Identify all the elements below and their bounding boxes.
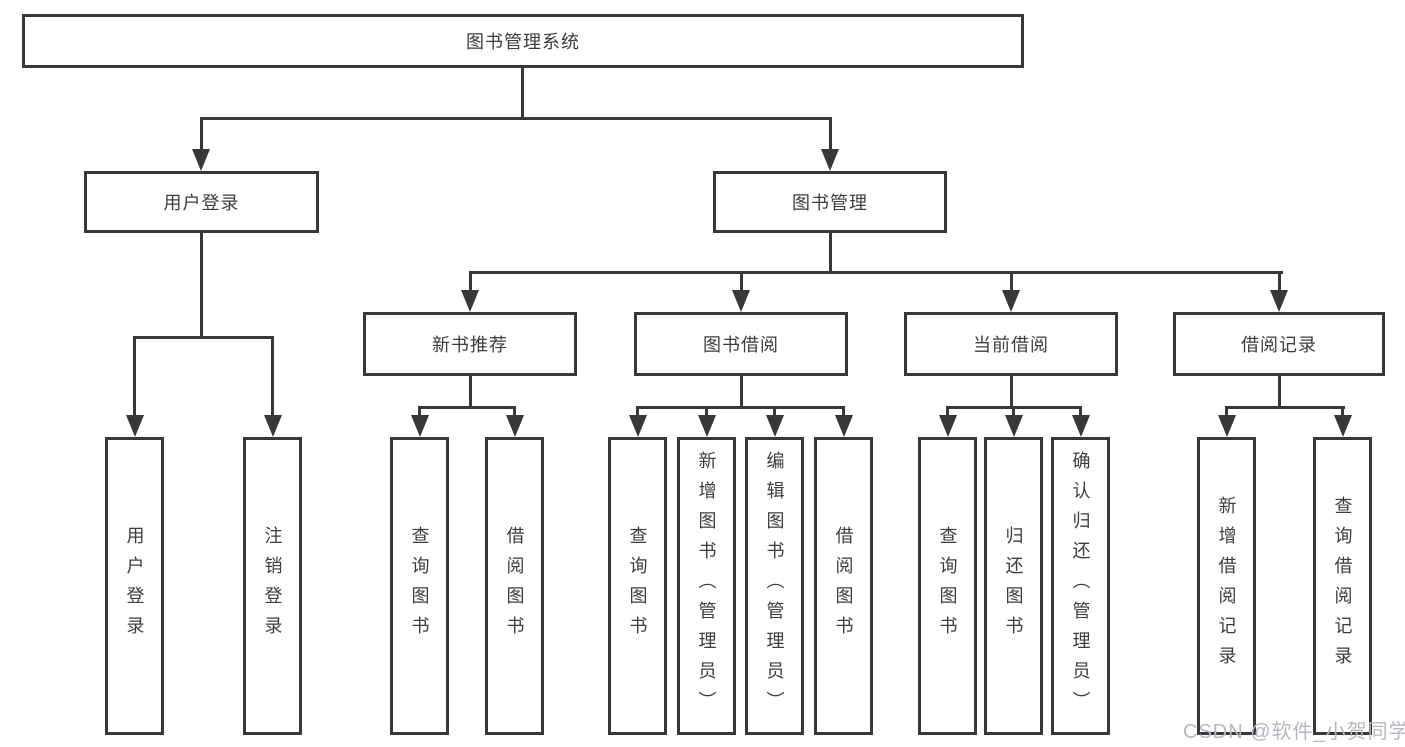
connector-stem: [199, 117, 203, 150]
leaf-current-return-books: 归还图书: [984, 437, 1043, 735]
connector-level2-bus: [199, 116, 832, 120]
leaf-newbook-query-books: 查询图书: [390, 437, 449, 735]
leaf-current-confirm-return-admin: 确认归还（管理员）: [1051, 437, 1110, 735]
leaf-borrow-query-books: 查询图书: [608, 437, 667, 735]
node-new-book-recommend: 新书推荐: [363, 312, 577, 376]
node-book-borrow: 图书借阅: [634, 312, 848, 376]
leaf-newbook-borrow-books-label: 借阅图书: [504, 526, 525, 646]
connector-stem: [271, 336, 274, 416]
connector-book-management-stub: [828, 233, 832, 273]
connector-user-login-stub: [199, 233, 203, 338]
connector-level3-bus: [468, 270, 1283, 274]
connector-stem: [133, 336, 136, 416]
leaf-record-query-record-label: 查询借阅记录: [1332, 496, 1353, 676]
connector-borrow-records-bus: [1225, 405, 1345, 409]
leaf-newbook-borrow-books: 借阅图书: [485, 437, 544, 735]
arrow-down-icon: [263, 415, 282, 437]
leaf-newbook-query-books-label: 查询图书: [409, 526, 430, 646]
leaf-borrow-edit-books-admin: 编辑图书（管理员）: [745, 437, 804, 735]
leaf-borrow-borrow-books-label: 借阅图书: [833, 526, 854, 646]
connector-stem: [1079, 406, 1082, 416]
arrow-down-icon: [192, 149, 210, 171]
connector-stem: [1012, 406, 1015, 416]
leaf-borrow-add-books-admin-label: 新增图书（管理员）: [696, 451, 717, 721]
connector-stem: [1225, 406, 1228, 416]
leaf-record-add-record: 新增借阅记录: [1197, 437, 1256, 735]
arrow-down-icon: [765, 415, 784, 437]
node-borrow-records-label: 借阅记录: [1241, 335, 1317, 355]
node-user-login: 用户登录: [84, 171, 319, 233]
connector-stem: [1277, 271, 1281, 291]
leaf-current-query-books: 查询图书: [918, 437, 977, 735]
arrow-down-icon: [1270, 290, 1288, 312]
connector-current-borrow-stub: [1009, 376, 1013, 408]
leaf-logout-label: 注销登录: [262, 526, 283, 646]
node-book-management-label: 图书管理: [792, 193, 868, 213]
arrow-down-icon: [461, 290, 479, 312]
connector-stem: [773, 406, 776, 416]
arrow-down-icon: [732, 290, 750, 312]
node-new-book-recommend-label: 新书推荐: [432, 335, 508, 355]
arrow-down-icon: [1333, 415, 1352, 437]
connector-user-login-bus: [133, 335, 274, 339]
connector-root-stub: [520, 68, 524, 118]
leaf-current-query-books-label: 查询图书: [937, 526, 958, 646]
arrow-down-icon: [1071, 415, 1090, 437]
arrow-down-icon: [410, 415, 429, 437]
connector-borrow-records-stub: [1277, 376, 1281, 408]
connector-book-borrow-bus: [636, 405, 845, 409]
leaf-current-confirm-return-admin-label: 确认归还（管理员）: [1070, 451, 1091, 721]
node-root: 图书管理系统: [22, 14, 1024, 68]
leaf-borrow-edit-books-admin-label: 编辑图书（管理员）: [764, 451, 785, 721]
connector-new-book-stub: [468, 376, 472, 408]
arrow-down-icon: [125, 415, 144, 437]
connector-new-book-bus: [418, 405, 516, 409]
node-current-borrow-label: 当前借阅: [973, 335, 1049, 355]
connector-stem: [1009, 271, 1013, 291]
node-user-login-label: 用户登录: [163, 193, 240, 213]
leaf-record-add-record-label: 新增借阅记录: [1216, 496, 1237, 676]
arrow-down-icon: [628, 415, 647, 437]
connector-stem: [739, 271, 743, 291]
connector-stem: [946, 406, 949, 416]
connector-stem: [418, 406, 421, 416]
leaf-user-login-label: 用户登录: [124, 526, 145, 646]
leaf-logout: 注销登录: [243, 437, 302, 735]
leaf-record-query-record: 查询借阅记录: [1313, 437, 1372, 735]
arrow-down-icon: [697, 415, 716, 437]
connector-stem: [636, 406, 639, 416]
csdn-watermark: CSDN @软件_小贺同学: [1183, 721, 1405, 743]
arrow-down-icon: [505, 415, 524, 437]
node-root-label: 图书管理系统: [466, 32, 580, 52]
leaf-current-return-books-label: 归还图书: [1003, 526, 1024, 646]
connector-stem: [513, 406, 516, 416]
leaf-borrow-add-books-admin: 新增图书（管理员）: [677, 437, 736, 735]
node-borrow-records: 借阅记录: [1173, 312, 1385, 376]
node-current-borrow: 当前借阅: [904, 312, 1118, 376]
connector-stem: [1341, 406, 1344, 416]
leaf-user-login: 用户登录: [105, 437, 164, 735]
connector-stem: [468, 271, 472, 291]
arrow-down-icon: [834, 415, 853, 437]
node-book-borrow-label: 图书借阅: [703, 335, 779, 355]
connector-stem: [842, 406, 845, 416]
arrow-down-icon: [1217, 415, 1236, 437]
connector-stem: [705, 406, 708, 416]
connector-stem: [828, 117, 832, 150]
leaf-borrow-borrow-books: 借阅图书: [814, 437, 873, 735]
node-book-management: 图书管理: [713, 171, 947, 233]
arrow-down-icon: [1004, 415, 1023, 437]
arrow-down-icon: [821, 149, 839, 171]
leaf-borrow-query-books-label: 查询图书: [627, 526, 648, 646]
connector-book-borrow-stub: [739, 376, 743, 408]
arrow-down-icon: [938, 415, 957, 437]
arrow-down-icon: [1002, 290, 1020, 312]
